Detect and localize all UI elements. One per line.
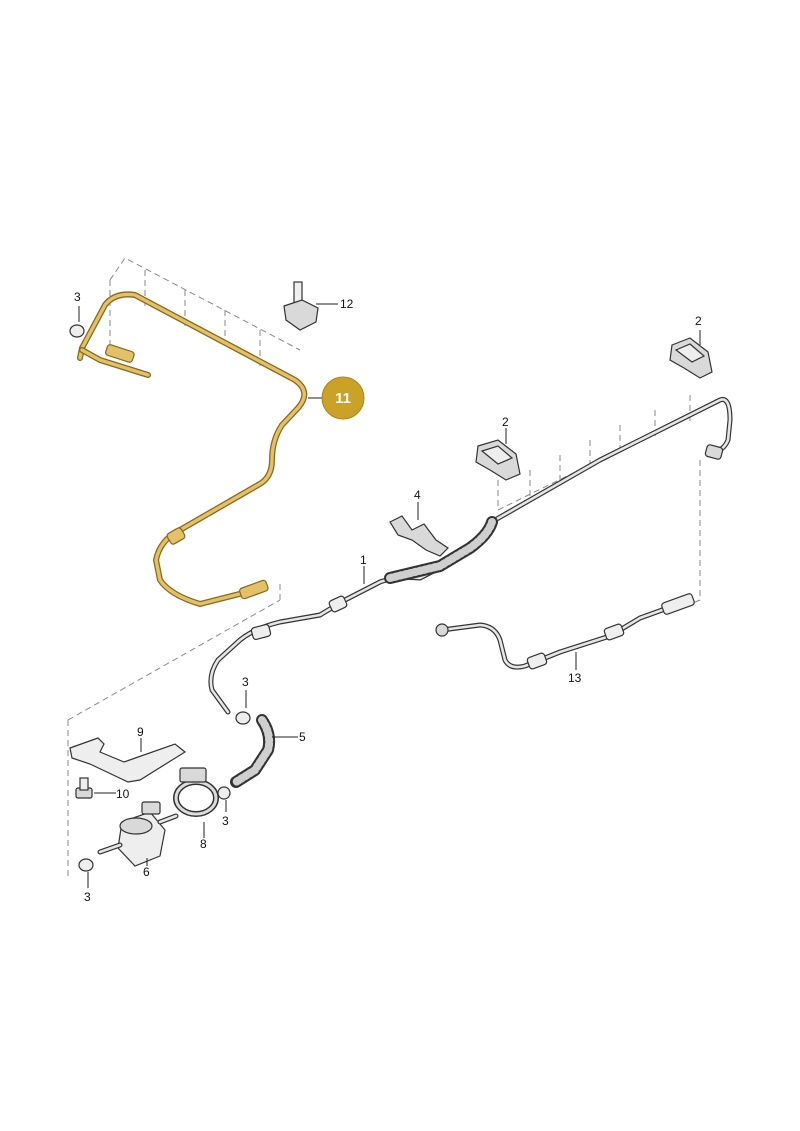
gold-connector-right — [239, 579, 269, 600]
clip-4[interactable] — [389, 515, 449, 557]
callout-4[interactable]: 4 — [414, 488, 421, 502]
bolt-10[interactable] — [75, 777, 93, 799]
pump-6-top — [119, 817, 153, 835]
line-13-end-elbow — [435, 623, 449, 637]
fuel-line-11-highlighted[interactable] — [77, 291, 308, 607]
callout-9[interactable]: 9 — [137, 725, 144, 739]
line-1-connector-b — [328, 595, 348, 613]
clamp-3-right[interactable] — [217, 786, 231, 800]
dashed-frame-right — [497, 395, 701, 605]
line-13-sleeve-a — [526, 652, 548, 670]
fuel-pump-6[interactable] — [97, 801, 179, 867]
gold-sleeve — [166, 527, 186, 545]
pump-6-connector — [141, 801, 161, 815]
leader-lines — [78, 303, 701, 888]
callout-5[interactable]: 5 — [299, 730, 306, 744]
callout-8[interactable]: 8 — [200, 837, 207, 851]
clamp-3-bottom[interactable] — [78, 858, 94, 872]
fuel-line-13[interactable] — [435, 593, 695, 670]
dashed-frame-lower — [67, 580, 281, 880]
dashed-frame-upper — [109, 257, 301, 370]
bolt-10-shank — [79, 777, 89, 791]
callout-2-lower[interactable]: 2 — [502, 415, 509, 429]
hose-5[interactable] — [230, 714, 276, 788]
fuel-line-1[interactable] — [208, 396, 733, 715]
callout-3-mid[interactable]: 3 — [242, 675, 249, 689]
callout-3-right[interactable]: 3 — [222, 814, 229, 828]
line-1-connector-a — [250, 623, 272, 641]
line-1-end-fitting — [704, 444, 724, 460]
clamp-3-mid[interactable] — [235, 711, 251, 725]
callout-1[interactable]: 1 — [360, 553, 367, 567]
line-13-sleeve-b — [603, 623, 625, 641]
callout-3-bottom[interactable]: 3 — [84, 890, 91, 904]
holder-8[interactable] — [173, 767, 219, 817]
holder-8-tab — [179, 767, 207, 783]
clip-2-lower[interactable] — [475, 439, 521, 481]
line-13-connector — [661, 593, 695, 615]
callout-10[interactable]: 10 — [116, 787, 130, 801]
holder-8-ring-inner — [174, 780, 218, 816]
callout-12[interactable]: 12 — [340, 297, 354, 311]
clip-2-upper[interactable] — [669, 337, 713, 379]
callout-11-label: 11 — [335, 390, 351, 407]
gold-connector-left — [105, 344, 135, 363]
bracket-12[interactable] — [283, 281, 319, 331]
callout-3-top[interactable]: 3 — [74, 290, 81, 304]
callout-11-highlight[interactable]: 11 — [321, 376, 365, 420]
callout-11-badge — [321, 376, 365, 420]
callout-6[interactable]: 6 — [143, 865, 150, 879]
callout-labels: 3 12 2 2 4 1 3 5 9 10 3 8 6 3 13 — [74, 290, 702, 904]
callout-2-upper[interactable]: 2 — [695, 314, 702, 328]
clamp-3-top[interactable] — [69, 324, 85, 338]
bracket-9[interactable] — [69, 737, 187, 783]
callout-13[interactable]: 13 — [568, 671, 582, 685]
